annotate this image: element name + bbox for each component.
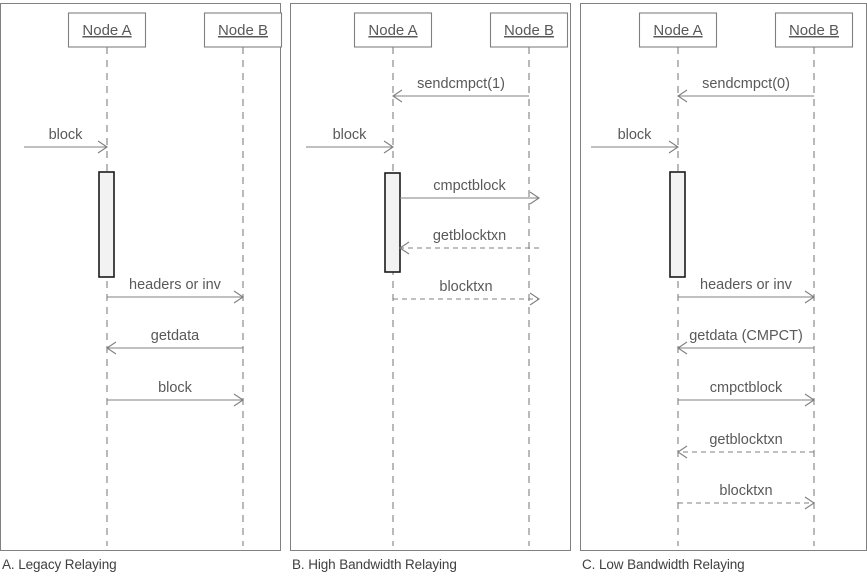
message-label: cmpctblock bbox=[433, 178, 506, 194]
message-sendcmpct-0: sendcmpct(0) bbox=[677, 76, 814, 103]
panel-a: Node A Node B block headers or inv getdata bl… bbox=[0, 0, 283, 581]
actor-label: Node A bbox=[82, 22, 131, 39]
message-label: sendcmpct(0) bbox=[702, 76, 790, 92]
actor-label: Node A bbox=[653, 22, 702, 39]
message-label: getdata (CMPCT) bbox=[689, 328, 803, 344]
actor-box-node-b bbox=[774, 12, 854, 48]
arrow-head bbox=[804, 393, 815, 407]
arrow-head bbox=[668, 140, 679, 154]
message-label: getdata bbox=[151, 328, 200, 344]
activation-bar bbox=[98, 171, 115, 278]
message-label: headers or inv bbox=[700, 277, 793, 293]
message-label: cmpctblock bbox=[710, 380, 783, 396]
arrow-head bbox=[233, 290, 244, 304]
message-label: block bbox=[618, 127, 653, 143]
arrow-head bbox=[529, 292, 540, 306]
message-getdata-cmpct: getdata (CMPCT) bbox=[677, 328, 814, 355]
actor-box-node-b bbox=[203, 12, 283, 48]
arrow-head bbox=[233, 393, 244, 407]
message-label: getblocktxn bbox=[433, 228, 506, 244]
message-block: block bbox=[591, 127, 679, 154]
activation-bar bbox=[669, 171, 686, 278]
actor-box-node-b bbox=[489, 12, 569, 48]
panel-canvas: Node A Node B block headers or inv getdata bl… bbox=[24, 12, 283, 546]
message-label: blocktxn bbox=[719, 483, 772, 499]
arrow-head bbox=[106, 341, 117, 355]
message-block: block bbox=[107, 380, 244, 407]
actor-box-node-a bbox=[638, 12, 718, 48]
arrow-head bbox=[804, 290, 815, 304]
actor-label: Node B bbox=[218, 22, 268, 39]
arrow-head bbox=[529, 191, 540, 205]
message-cmpctblock: cmpctblock bbox=[678, 380, 815, 407]
message-block: block bbox=[306, 127, 394, 154]
actor-label: Node B bbox=[504, 22, 554, 39]
arrow-head bbox=[97, 140, 108, 154]
panel-canvas: Node A Node B sendcmpct(1) block cmpctblock g… bbox=[306, 12, 569, 546]
arrow-head bbox=[677, 89, 688, 103]
panel-border bbox=[290, 3, 571, 551]
panel-c: Node A Node B sendcmpct(0) block headers or … bbox=[580, 0, 867, 581]
message-headers-or-inv: headers or inv bbox=[678, 277, 815, 304]
actor-label: Node A bbox=[368, 22, 417, 39]
panel-caption: A. Legacy Relaying bbox=[2, 557, 117, 572]
message-sendcmpct-1: sendcmpct(1) bbox=[392, 76, 529, 103]
actor-box-node-a bbox=[353, 12, 433, 48]
panel-caption: B. High Bandwidth Relaying bbox=[292, 557, 457, 572]
arrow-head bbox=[677, 445, 688, 459]
message-getblocktxn: getblocktxn bbox=[677, 432, 814, 459]
message-label: block bbox=[49, 127, 84, 143]
panel-b: Node A Node B sendcmpct(1) block cmpctblock g… bbox=[290, 0, 571, 581]
message-label: sendcmpct(1) bbox=[417, 76, 505, 92]
arrow-head bbox=[399, 241, 410, 255]
message-getblocktxn: getblocktxn bbox=[399, 228, 539, 255]
message-block: block bbox=[24, 127, 108, 154]
message-headers-or-inv: headers or inv bbox=[107, 277, 244, 304]
message-label: block bbox=[158, 380, 193, 396]
actor-box-node-a bbox=[67, 12, 147, 48]
panel-caption: C. Low Bandwidth Relaying bbox=[582, 557, 745, 572]
arrow-head bbox=[383, 140, 394, 154]
message-label: block bbox=[333, 127, 368, 143]
activation-bar bbox=[384, 172, 401, 273]
message-label: blocktxn bbox=[439, 279, 492, 295]
arrow-head bbox=[392, 89, 403, 103]
arrow-head bbox=[804, 496, 815, 510]
message-label: getblocktxn bbox=[709, 432, 782, 448]
arrow-head bbox=[677, 341, 688, 355]
message-cmpctblock: cmpctblock bbox=[400, 178, 540, 205]
message-blocktxn: blocktxn bbox=[678, 483, 815, 510]
panel-border bbox=[580, 3, 867, 551]
message-label: headers or inv bbox=[129, 277, 222, 293]
actor-label: Node B bbox=[789, 22, 839, 39]
message-getdata: getdata bbox=[106, 328, 243, 355]
panel-border bbox=[0, 3, 281, 551]
message-blocktxn: blocktxn bbox=[393, 279, 540, 306]
panel-canvas: Node A Node B sendcmpct(0) block headers or … bbox=[591, 12, 854, 546]
